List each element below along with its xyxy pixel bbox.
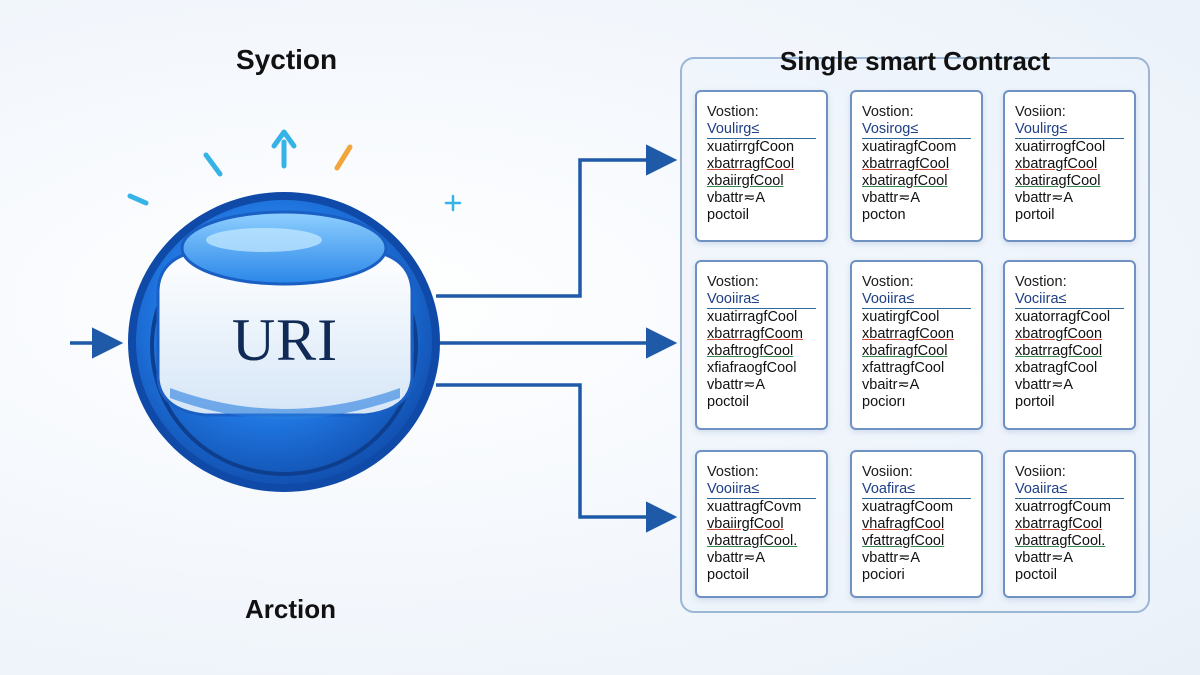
card-line: xbatiragfCool [862,173,948,189]
card-line: vbattr≂A [707,377,766,393]
card-line: Vostion: [862,274,914,290]
card-line: vhafragfCool [862,516,945,532]
card-line: xbatragfCool [1015,360,1098,376]
card-line: xbatrragfCool [707,156,795,172]
card-line: portoil [1015,207,1055,223]
card-line: vbattr≂A [862,190,921,206]
card-line: vfattragfCool [862,533,945,549]
card-line: xbatrragfCool [1015,516,1103,532]
card-line: xbatiragfCool [1015,173,1101,189]
card-line: Vooiira≤ [707,291,816,309]
card-line: Vosiion: [1015,464,1066,480]
spark-lines [127,129,462,212]
uri-label: URI [231,307,339,373]
diagram-title-left: Syction [236,44,338,75]
card-line: pociorı [862,394,906,410]
card-line: Vostion: [862,104,914,120]
card-line: Vooiira≤ [862,291,971,309]
card-line: xuatorragfCool [1015,309,1111,325]
card-line: xbatrogfCoon [1015,326,1103,342]
card-line: xbaiirgfCool [707,173,784,189]
card-line: xuatirrgfCoon [707,139,795,155]
plus-icon [444,194,462,212]
card-line: xuattragfCovm [707,499,802,515]
card-line: xuatiragfCoom [862,139,957,155]
card-line: poctoil [707,207,749,223]
spark-upper-left [203,152,223,177]
card-line: Vociira≤ [1015,291,1124,309]
card-line: Vosiion: [1015,104,1066,120]
card-line: xfiafraogfCool [707,360,797,376]
card-line: vbattr≂A [707,550,766,566]
card-line: poctoil [1015,567,1057,583]
card-line: portoil [1015,394,1055,410]
up-arrow-icon [271,129,297,149]
card-line: xbatrragfCoom [707,326,803,342]
card-line: xbatrragfCool [862,156,950,172]
card-line: vbaiirgfCool [707,516,784,532]
card-line: xbatragfCool [1015,156,1098,172]
card-line: xuatirragfCool [707,309,798,325]
card-line: Vosirog≤ [862,121,971,139]
card-line: vbattr≂A [1015,550,1074,566]
card-line: Voafira≤ [862,481,971,499]
card-line: xbaftrogfCool [707,343,794,359]
card-line: Vostion: [707,104,759,120]
card-line: pocton [862,207,906,223]
card-line: vbattragfCool. [707,533,798,549]
card-line: xbatrragfCoon [862,326,954,342]
card-line: poctoil [707,567,749,583]
spark-upper-right [334,144,353,171]
spark-left [127,193,149,206]
card-line: xuatirgfCool [862,309,940,325]
card-line: vbattragfCool. [1015,533,1106,549]
card-line: xbatrragfCool [1015,343,1103,359]
card-line: vbattr≂A [707,190,766,206]
card-line: xfattragfCool [862,360,945,376]
smart-contract-title: Single smart Contract [779,46,1051,76]
card-line: Vosiion: [862,464,913,480]
uri-sphere [128,192,440,492]
card-line: vbattr≂A [1015,377,1074,393]
card-line: Vostion: [707,464,759,480]
card-line: Vostion: [707,274,759,290]
card-line: xuatragfCoom [862,499,954,515]
card-line: pociori [862,567,905,583]
card-line: Vooiira≤ [707,481,816,499]
diagram-title-bottom: Arction [245,594,336,624]
card-line: Voaiira≤ [1015,481,1124,499]
card-line: Voulirg≤ [1015,121,1124,139]
connector-arrow-top [436,144,678,298]
card-line: vbattr≂A [862,550,921,566]
card-line: poctoil [707,394,749,410]
card-line: xuatirrogfCool [1015,139,1106,155]
card-line: Voulirg≤ [707,121,816,139]
card-line: vbattr≂A [1015,190,1074,206]
connector-arrow-bottom [436,383,678,533]
card-line: xbafiragfCool [862,343,948,359]
card-line: Vostion: [1015,274,1067,290]
card-line: vbaitr≂A [862,377,920,393]
card-line: xuatrrogfCoum [1015,499,1111,515]
